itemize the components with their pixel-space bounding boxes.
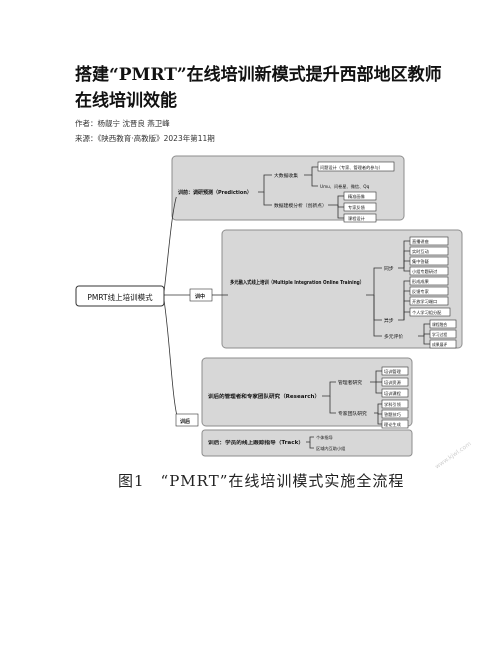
mid-leaf: 实时互动 [412,248,429,255]
mid-leaf-box [429,329,457,339]
track-label: 训后：学员的线上跟踪指导（Track） [208,439,304,446]
mid-stage-node [189,288,213,302]
pre-leaf: 课程设计 [348,215,365,222]
post-leaf: 培训管理 [384,368,402,375]
root-label: PMRT线上培训模式 [87,292,153,302]
root-node [75,285,165,307]
post-leaf: 理论生成 [384,421,401,428]
article-title: 搭建“PMRT”在线培训新模式提升西部地区教师在线培训效能 [75,65,442,111]
post-leaf: 答题技巧 [384,411,401,418]
pre-stage-node [176,185,258,197]
mid-group-async: 异步 [384,318,394,324]
mid-group-sync: 同步 [384,266,394,272]
pre-leaf: 问题设计（专家、管理者的参与） [320,164,383,171]
mid-leaf: 个人学习组分配 [412,309,442,316]
mid-stage-label: 训中 [195,293,205,300]
post-stage-panel [201,357,413,427]
pre-leaf-box [343,191,377,201]
mid-leaf-box [409,296,449,306]
mid-leaf: 小组专题研讨 [412,268,437,275]
article-source: 来源：《陕西教育·高教版》2023年第11期 [75,134,215,143]
track-stage-panel [201,429,413,457]
post-leaf-box [381,409,409,419]
post-group-1: 管理者研究 [338,379,362,386]
pre-leaf-box [317,161,395,172]
mid-leaf-box [409,246,449,256]
post-leaf-box [381,399,409,409]
mid-leaf: 反馈专家 [412,288,430,295]
pre-leaf-box [343,213,377,223]
post-leaf: 培训资源 [384,379,402,386]
post-module-label: 训后的管理者和专家团队研究（Research） [208,393,320,400]
post-leaf-box [381,388,409,398]
pre-leaf: 专家反馈 [348,204,366,211]
mid-module-label: 多元融入式线上培训（Multiple Integration Online Tr… [230,279,364,286]
mid-leaf: 开放学习端口 [412,298,437,305]
mid-leaf-box [409,276,449,286]
mid-leaf: 学习过程 [432,332,447,337]
mid-stage-panel [221,229,463,349]
post-group-2: 专家团队研究 [338,410,367,417]
article-authors: 作者：杨靓宁 沈晋良 燕卫峰 [75,119,170,128]
mid-leaf: 课程融合 [432,322,447,327]
post-leaf: 培训课程 [384,390,402,397]
mid-leaf-box [409,266,449,276]
post-leaf: 学科引领 [384,401,402,408]
mid-leaf-box [409,236,449,246]
pre-group-2: 数据建模分析（创新点） [274,202,327,209]
mid-leaf: 形成成果 [412,278,430,285]
pre-group-1: 大数据收集 [274,172,298,179]
post-stage-label: 训后 [180,418,190,425]
figure-caption: 图1 “PMRT”在线培训模式实施全流程 [118,472,405,490]
mid-leaf: 集中答疑 [412,258,430,265]
pre-leaf-box [343,202,377,212]
pre-stage-label: 训前：调研预测（Prediction） [178,189,252,196]
pre-leaf: 精准画像 [348,193,366,200]
track-leaf: 区域内互助小组 [316,445,345,452]
post-leaf-box [381,419,409,429]
mid-leaf-box [429,339,457,349]
track-leaf: 个体指导 [316,434,333,441]
mid-group-eval: 多元评价 [384,333,403,340]
post-leaf-box [381,366,409,376]
post-stage-node [175,413,199,427]
pre-leaf: Umu、问卷星、微信、Qq [320,183,370,190]
mid-leaf-box [409,256,449,266]
mid-leaf-box [409,307,451,317]
mid-leaf-box [429,319,457,329]
mind-map-figure: .panel { fill:#d7d7d7; stroke:#8e8e8e; s… [75,155,463,457]
mid-leaf: 直播讲座 [412,238,429,245]
mid-leaf: 成果展评 [432,342,447,347]
mid-leaf-box [409,286,449,296]
post-leaf-box [381,377,409,387]
